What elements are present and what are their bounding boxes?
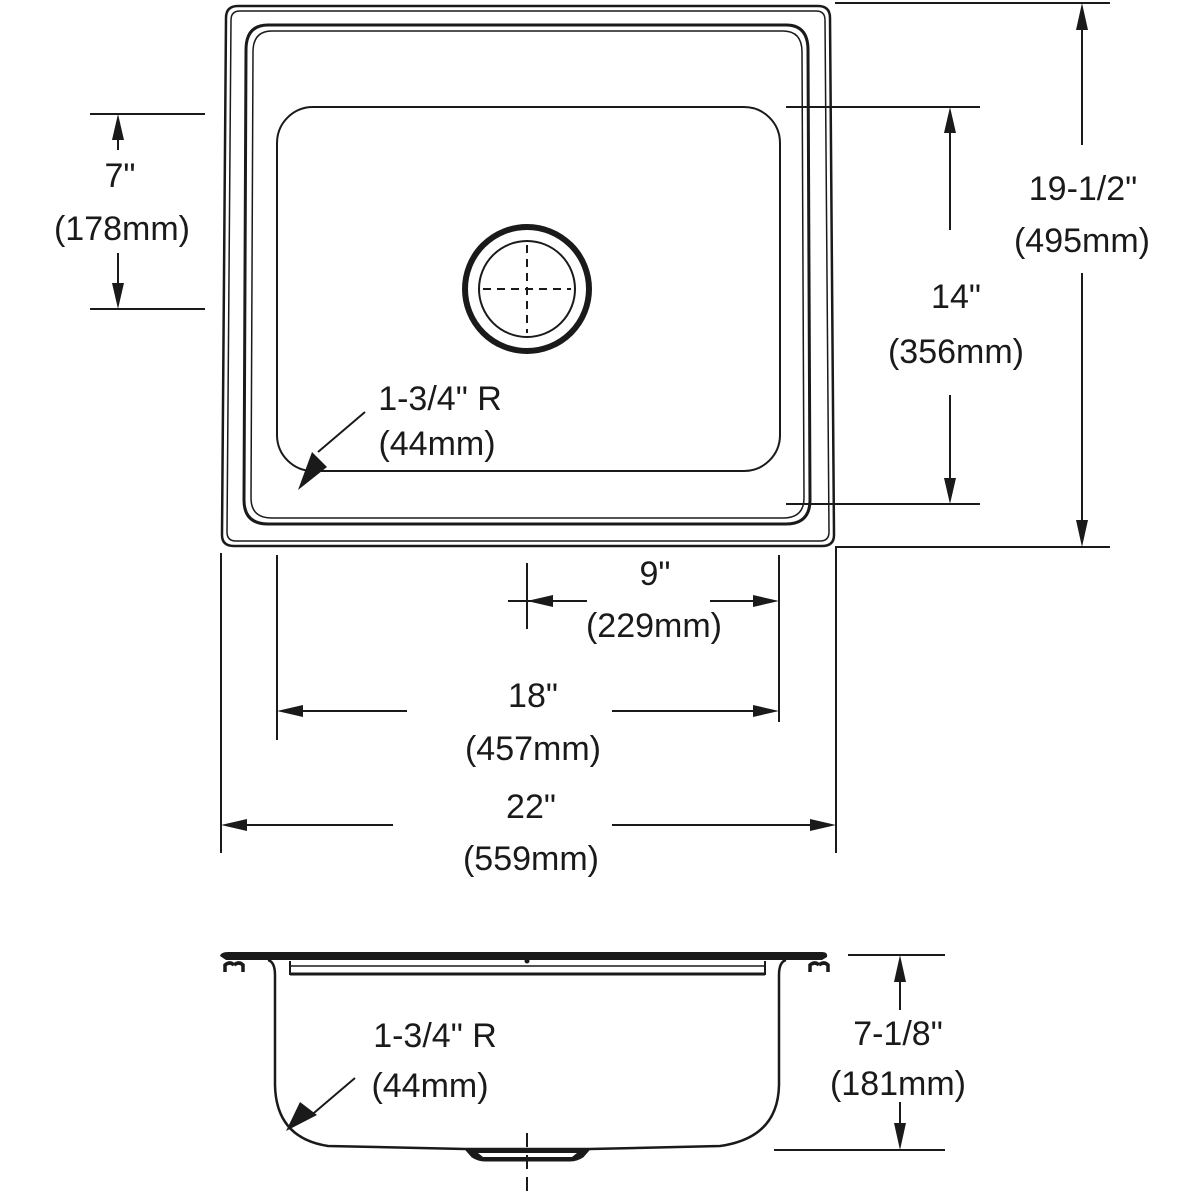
sink-outer-rim-inner bbox=[226, 10, 830, 542]
side-corner-radius-imperial: 1-3/4" R bbox=[373, 1017, 497, 1055]
drain-flange bbox=[462, 224, 592, 354]
bowl-front-offset-imperial: 7" bbox=[105, 157, 136, 195]
sink-deck-ledge bbox=[242, 23, 812, 526]
bowl-width-imperial: 18" bbox=[508, 677, 558, 715]
overall-depth-dimension: 19-1/2" (495mm) bbox=[835, 2, 1150, 548]
overall-depth-metric: (495mm) bbox=[1014, 222, 1150, 260]
bowl-front-offset-metric: (178mm) bbox=[54, 210, 190, 248]
bowl-depth-metric: (181mm) bbox=[830, 1065, 966, 1103]
mounting-clip-right bbox=[808, 961, 830, 972]
sink-outer-rim bbox=[220, 4, 836, 548]
drain-offset-imperial: 9" bbox=[640, 555, 671, 593]
bowl-front-offset-dimension: 7" (178mm) bbox=[54, 113, 205, 310]
overall-depth-imperial: 19-1/2" bbox=[1029, 170, 1137, 208]
bowl-width-dimension: 18" (457mm) bbox=[277, 677, 779, 768]
sink-bowl-outline bbox=[276, 106, 781, 472]
drain-offset-metric: (229mm) bbox=[586, 607, 722, 645]
side-corner-radius-metric: (44mm) bbox=[371, 1067, 488, 1105]
side-corner-radius-callout: 1-3/4" R (44mm) bbox=[286, 1017, 497, 1131]
bowl-depth-imperial: 7-1/8" bbox=[853, 1015, 943, 1053]
bowl-length-metric: (356mm) bbox=[888, 333, 1024, 371]
drain-opening bbox=[478, 240, 576, 338]
overall-width-imperial: 22" bbox=[506, 788, 556, 826]
top-corner-radius-imperial: 1-3/4" R bbox=[378, 380, 502, 418]
side-view: 1-3/4" R (44mm) 7-1/8" (181mm) bbox=[220, 952, 966, 1198]
overall-width-dimension: 22" (559mm) bbox=[221, 788, 836, 878]
side-rim-flange bbox=[220, 952, 828, 960]
sink-deck-ledge-inner bbox=[250, 30, 805, 519]
top-corner-radius-callout: 1-3/4" R (44mm) bbox=[298, 380, 502, 490]
drain-offset-dimension: 9" (229mm) bbox=[508, 555, 779, 645]
overall-width-metric: (559mm) bbox=[463, 840, 599, 878]
mounting-clip-left bbox=[223, 961, 245, 972]
top-corner-radius-metric: (44mm) bbox=[378, 425, 495, 463]
side-bowl-profile bbox=[267, 958, 787, 1151]
top-view: 1-3/4" R (44mm) 7" (178mm) 14" (356mm) bbox=[54, 2, 1150, 878]
bowl-length-imperial: 14" bbox=[931, 278, 981, 316]
bowl-length-dimension: 14" (356mm) bbox=[786, 106, 1024, 505]
bowl-depth-dimension: 7-1/8" (181mm) bbox=[774, 954, 966, 1151]
bowl-width-metric: (457mm) bbox=[465, 730, 601, 768]
